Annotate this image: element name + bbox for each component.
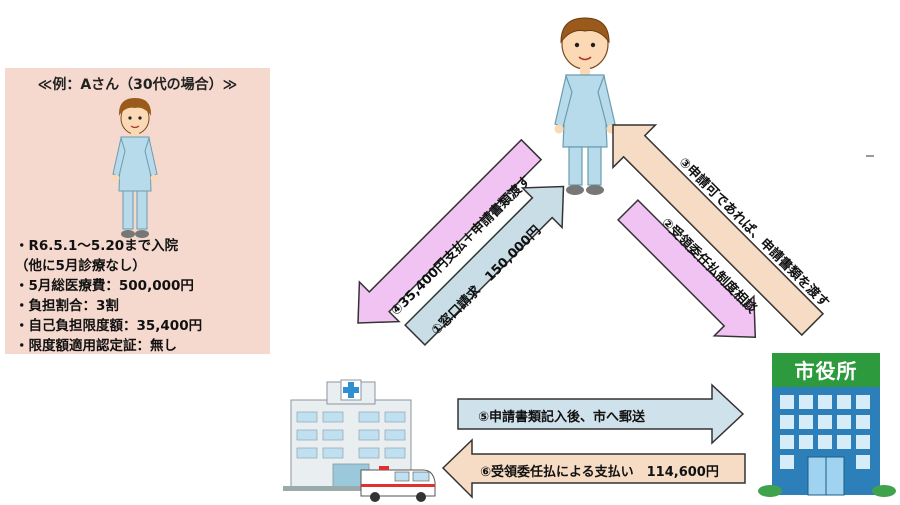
info-line-total-cost: ・5月総医療費：500,000円 [15, 278, 194, 294]
info-line-no-other-visits: （他に5月診療なし） [15, 258, 146, 274]
patient-small-illustration [112, 98, 158, 238]
arrow-step4 [357, 138, 543, 324]
example-panel: ≪例：Aさん（30代の場合）≫ ・R6.5.1～5.20まで入院 （他に5月診療… [5, 68, 270, 354]
patient-illustration [554, 17, 616, 195]
arrow-step6 [441, 438, 746, 499]
info-line-admission: ・R6.5.1～5.20まで入院 [15, 238, 179, 254]
info-line-certificate: ・限度額適用認定証：無し [15, 338, 177, 354]
city-hall-illustration [758, 353, 896, 497]
hospital-illustration [283, 379, 436, 502]
step5-label: ⑤申請書類記入後、市へ郵送 [478, 410, 646, 425]
arrow-step5 [457, 383, 745, 445]
info-line-limit-amount: ・自己負担限度額：35,400円 [15, 318, 203, 334]
step6-label: ⑥受領委任払による支払い 114,600円 [480, 465, 719, 480]
arrow-step1 [404, 185, 565, 346]
city-hall-sign: 市役所 [794, 359, 858, 383]
info-line-burden-rate: ・負担割合：3割 [15, 298, 119, 314]
example-title: ≪例：Aさん（30代の場合）≫ [37, 77, 238, 93]
arrow-step2 [617, 199, 757, 339]
arrow-step3 [612, 124, 825, 337]
